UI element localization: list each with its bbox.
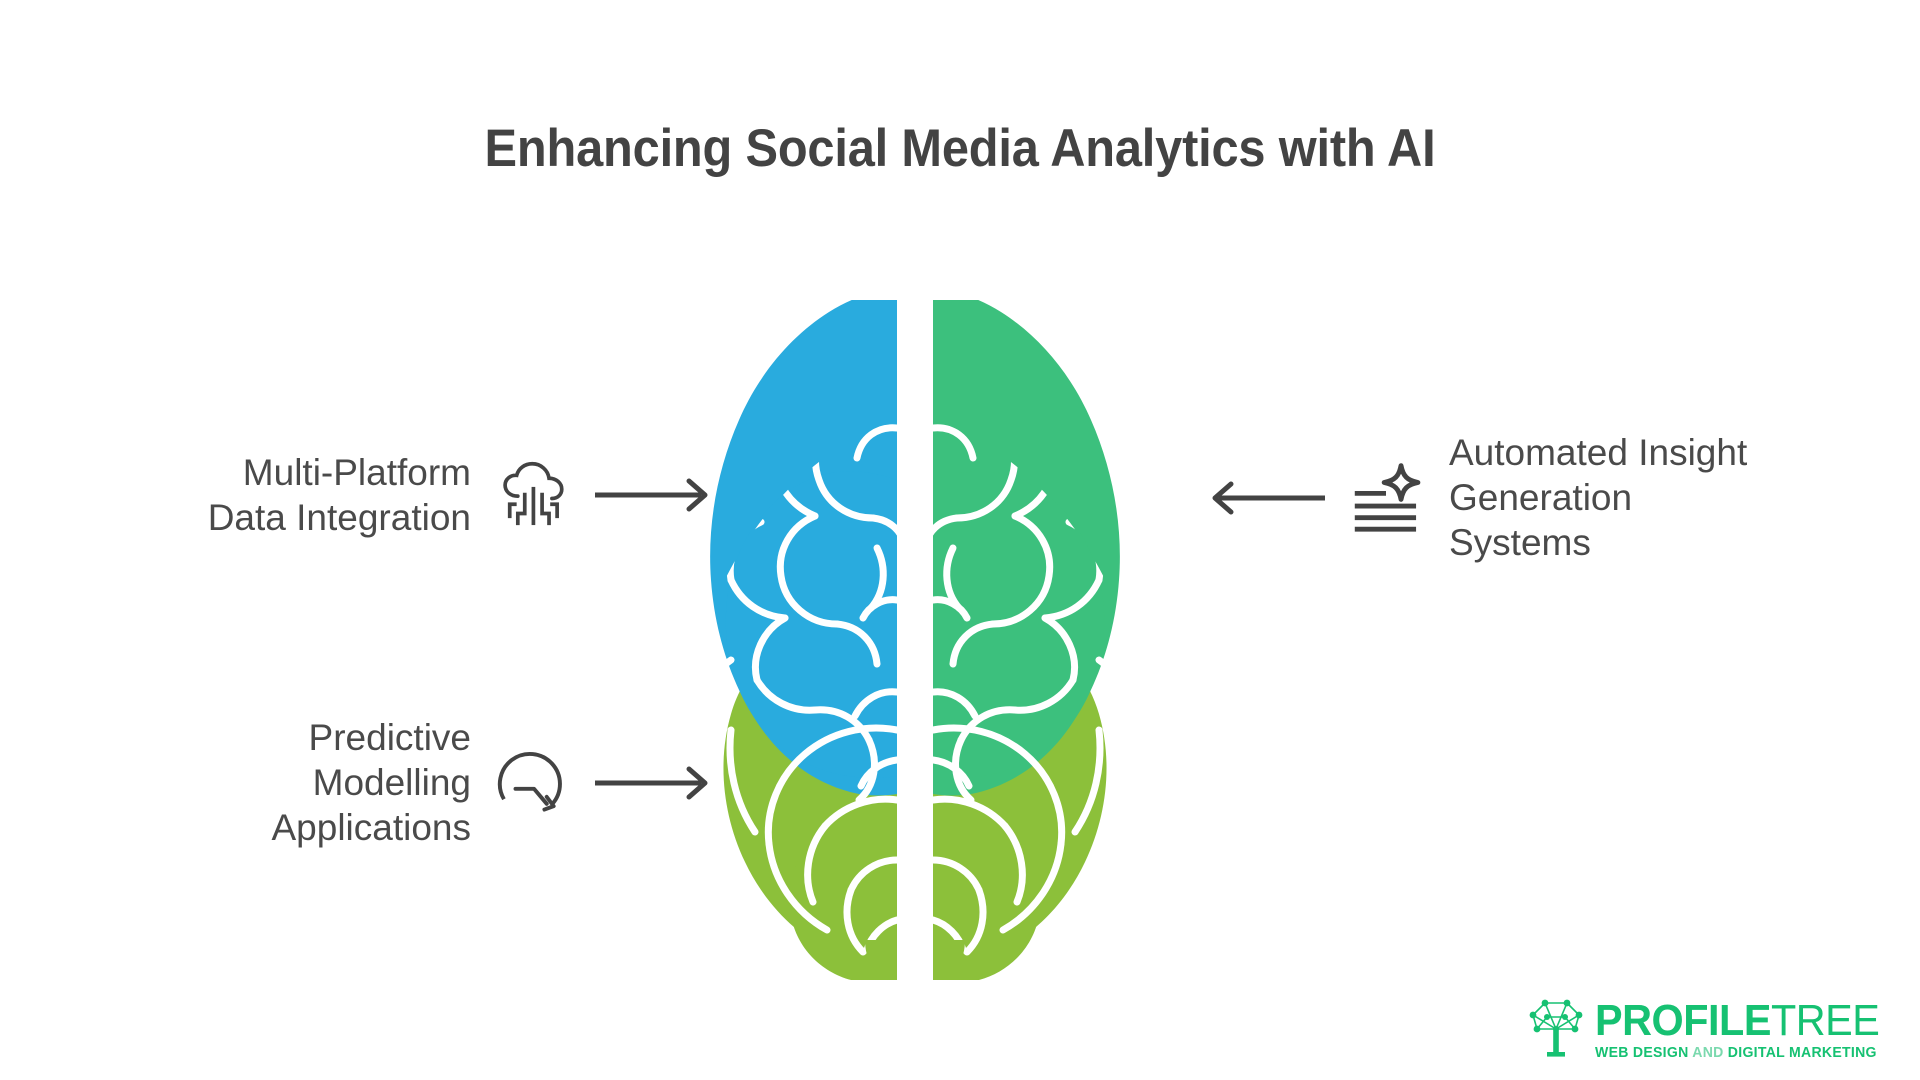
brain-cerebellum-lines (726, 724, 1104, 956)
logo-tagline-part1: WEB DESIGN (1595, 1045, 1693, 1062)
logo-wordmark: PROFILETREE (1595, 998, 1880, 1042)
gauge-forecast-icon (497, 746, 571, 820)
ai-sparkle-lines-icon (1349, 461, 1423, 535)
callout-label-automated-insight-generation-systems: Automated Insight Generation Systems (1449, 432, 1748, 564)
logo-word-profile: PROFILE (1595, 995, 1772, 1045)
brain-left-hemisphere (705, 290, 897, 804)
brain-right-hemisphere (933, 290, 1125, 804)
callout-label-predictive-modelling-applications: Predictive Modelling Applications (271, 717, 471, 849)
cloud-data-icon (497, 458, 571, 532)
logo-tagline-and: AND (1692, 1045, 1725, 1062)
page-title: Enhancing Social Media Analytics with AI (484, 119, 1436, 178)
callout-predictive-modelling-applications: Predictive Modelling Applications (75, 715, 715, 850)
profiletree-logo[interactable]: PROFILETREE WEB DESIGN AND DIGITAL MARKE… (1523, 995, 1898, 1066)
logo-tagline-part2: DIGITAL MARKETING (1724, 1045, 1878, 1062)
arrow-right-icon (593, 763, 715, 803)
arrow-left-icon (1205, 478, 1327, 518)
logo-word-tree: TREE (1771, 995, 1880, 1045)
brain-central-fissure (897, 290, 933, 990)
callout-automated-insight-generation-systems: Automated Insight Generation Systems (1205, 430, 1905, 565)
arrow-right-icon (593, 475, 715, 515)
callout-label-multi-platform-data-integration: Multi-Platform Data Integration (207, 452, 471, 539)
brain-illustration (635, 290, 1195, 990)
logo-tagline: WEB DESIGN AND DIGITAL MARKETING (1595, 1045, 1877, 1061)
network-tree-icon (1523, 995, 1589, 1066)
callout-multi-platform-data-integration: Multi-Platform Data Integration (75, 450, 715, 540)
